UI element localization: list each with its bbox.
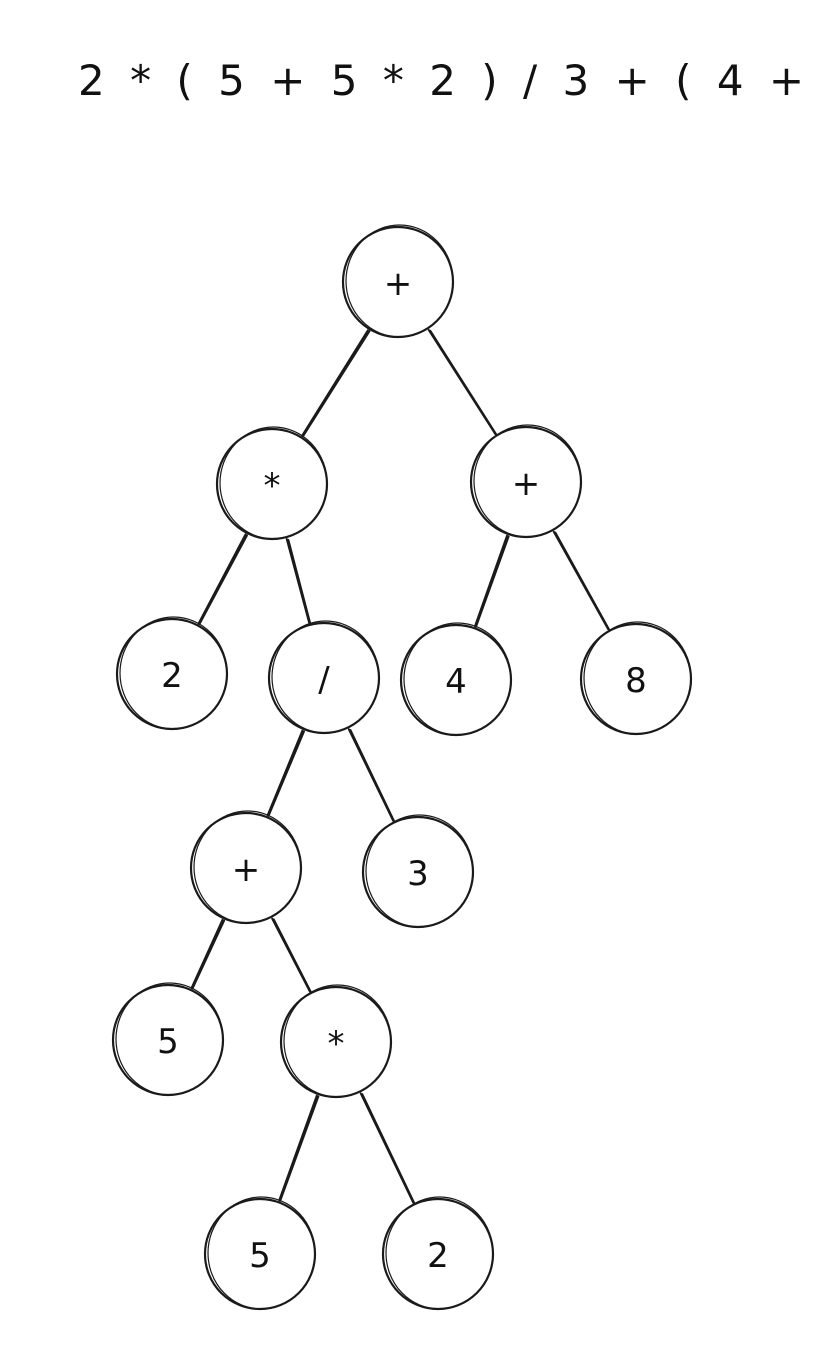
node-label: + xyxy=(512,464,541,504)
node-label: 5 xyxy=(157,1022,179,1062)
edge-root-to-add-b xyxy=(429,329,498,436)
edge-div-to-add-c xyxy=(266,729,304,817)
node-label: + xyxy=(384,264,413,304)
node-circle-sketch xyxy=(119,616,228,730)
node-circle-sketch xyxy=(473,424,582,538)
node-label: 4 xyxy=(445,662,467,702)
node-label: 8 xyxy=(625,661,647,701)
tree-node-three: 3 xyxy=(361,814,475,929)
node-circle-sketch xyxy=(345,224,454,338)
edge-root-to-mul-a xyxy=(302,330,371,438)
node-label: 2 xyxy=(161,656,183,696)
node-circle-sketch xyxy=(385,1196,494,1310)
tree-node-five-a: 5 xyxy=(111,982,225,1097)
edge-mul-b-to-five-b xyxy=(279,1095,320,1202)
edge-root-to-mul-a xyxy=(301,329,369,437)
node-circle-sketch xyxy=(283,984,392,1098)
edge-add-b-to-eight xyxy=(554,531,611,631)
edge-add-b-to-four xyxy=(474,535,510,628)
tree-node-div: / xyxy=(267,620,381,735)
node-label: + xyxy=(232,850,261,890)
node-label: 5 xyxy=(249,1236,271,1276)
node-circle-sketch xyxy=(193,810,302,924)
tree-node-two-a: 2 xyxy=(115,616,229,731)
node-label: 3 xyxy=(407,854,429,894)
edge-mul-a-to-div xyxy=(287,538,312,625)
expression-text: 2 * ( 5 + 5 * 2 ) / 3 + ( 4 + 8 ) xyxy=(78,56,824,105)
node-label: / xyxy=(318,660,330,700)
tree-node-add-b: + xyxy=(469,424,583,539)
edge-add-c-to-five-a xyxy=(190,918,224,990)
node-circle-sketch xyxy=(207,1196,316,1310)
tree-node-four: 4 xyxy=(399,622,513,737)
tree-node-root: + xyxy=(341,224,455,339)
node-circle-sketch xyxy=(271,620,380,734)
edge-add-b-to-four xyxy=(473,534,509,628)
edge-mul-a-to-two-a xyxy=(197,533,247,625)
edge-add-c-to-mul-b xyxy=(272,918,312,993)
tree-node-mul-a: * xyxy=(215,426,329,541)
tree-node-mul-b: * xyxy=(279,984,393,1099)
tree-nodes: + * +2 / 4 8 +3 5 * 5 2 xyxy=(111,224,693,1311)
tree-node-five-b: 5 xyxy=(203,1196,317,1311)
tree-edges xyxy=(190,329,611,1205)
edge-div-to-add-c xyxy=(267,730,305,817)
edge-mul-b-to-two-b xyxy=(361,1093,416,1205)
node-label: 2 xyxy=(427,1236,449,1276)
tree-node-eight: 8 xyxy=(579,621,693,736)
edge-add-c-to-five-a xyxy=(191,919,226,990)
node-circle-sketch xyxy=(583,621,692,735)
edge-div-to-three xyxy=(349,729,396,823)
node-circle-sketch xyxy=(115,982,224,1096)
node-circle-sketch xyxy=(403,622,512,736)
node-circle-sketch xyxy=(219,426,328,540)
node-label: * xyxy=(328,1024,345,1064)
node-circle-sketch xyxy=(365,814,474,928)
tree-node-add-c: + xyxy=(189,810,303,925)
tree-node-two-b: 2 xyxy=(381,1196,495,1311)
edge-mul-b-to-five-b xyxy=(278,1094,318,1202)
edge-mul-a-to-two-a xyxy=(198,534,249,626)
node-label: * xyxy=(264,466,281,506)
